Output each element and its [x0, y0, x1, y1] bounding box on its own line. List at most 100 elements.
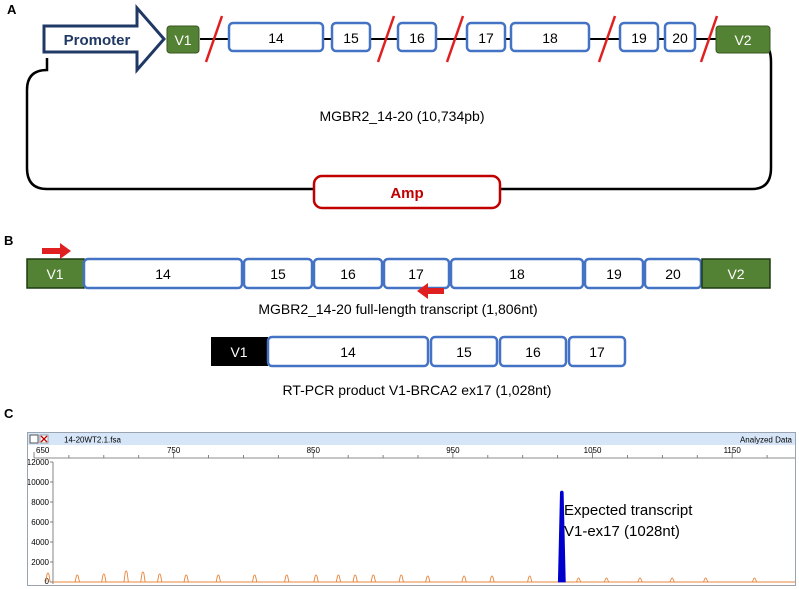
transcript-v1-label: V1 — [46, 266, 63, 282]
transcript-exon-19-label: 19 — [606, 266, 622, 282]
size-standard-peak — [123, 570, 129, 583]
plasmid-exon-18 — [509, 21, 591, 53]
product-v1-box — [211, 337, 268, 366]
size-standard-peak — [74, 574, 80, 583]
header-bar — [28, 433, 795, 445]
status-text: Analyzed Data — [740, 436, 793, 445]
product-exon-16-label: 16 — [525, 344, 541, 360]
plasmid-exon-20-label: 20 — [672, 30, 688, 46]
product-exon-15 — [429, 335, 499, 368]
promoter-arrow — [42, 3, 166, 75]
size-standard-peak — [370, 574, 376, 583]
transcript-exon-20-label: 20 — [665, 266, 681, 282]
size-standard-peak — [313, 574, 319, 583]
size-standard-peak — [603, 577, 610, 583]
transcript-exon-18 — [449, 257, 585, 290]
size-standard-peak — [157, 573, 163, 583]
transcript-diagram: V1 14 15 16 17 18 19 20 V2 MGBR2_14-20 f… — [26, 243, 771, 398]
plasmid-exon-17 — [465, 21, 507, 53]
transcript-exon-16-label: 16 — [340, 266, 356, 282]
transcript-exon-17 — [382, 257, 451, 290]
size-standard-peak — [251, 574, 258, 583]
y-ticks: 12000 10000 8000 6000 4000 2000 0 — [28, 458, 53, 585]
forward-primer-arrow — [42, 243, 71, 259]
transcript-exon-14-label: 14 — [155, 266, 171, 282]
size-standard-peak — [425, 575, 431, 583]
plasmid-exon-17-label: 17 — [478, 30, 494, 46]
product-exon-16 — [498, 335, 568, 368]
size-standard-peak — [637, 577, 643, 583]
dye-icon[interactable] — [39, 434, 49, 444]
transcript-exon-17-label: 17 — [408, 266, 424, 282]
product-label: RT-PCR product V1-BRCA2 ex17 (1,028nt) — [283, 382, 552, 398]
transcript-exon-19 — [583, 257, 645, 290]
size-standard-peak — [751, 577, 758, 583]
promoter-label: Promoter — [64, 32, 131, 49]
product-exon-14-label: 14 — [340, 344, 356, 360]
x-tick-label: 650 — [36, 446, 50, 455]
size-standard-peak — [398, 574, 404, 583]
product-exon-14 — [266, 335, 430, 368]
transcript-v2-label: V2 — [727, 266, 744, 282]
size-standard-peak — [183, 574, 189, 583]
plasmid-map: Promoter V1 14 15 16 17 18 19 20 V2 MGBR… — [25, 3, 773, 210]
size-standard-peak — [461, 575, 467, 583]
transcript-exon-15 — [242, 257, 314, 290]
x-tick-label: 850 — [307, 446, 321, 455]
size-standard-peak — [527, 575, 533, 583]
size-standard-peak — [352, 574, 358, 583]
product-exon-17-label: 17 — [589, 344, 605, 360]
panel-label-c: C — [4, 406, 14, 421]
plasmid-exon-14-label: 14 — [268, 30, 284, 46]
size-standard-peak — [335, 574, 342, 583]
y-tick-label: 4000 — [31, 538, 49, 547]
select-checkbox[interactable] — [29, 434, 39, 444]
x-tick-label: 1150 — [724, 446, 742, 455]
panel-label-a: A — [7, 2, 17, 17]
amp-label: Amp — [390, 185, 423, 202]
transcript-exon-18-label: 18 — [509, 266, 525, 282]
transcript-v2-box — [701, 258, 771, 289]
product-exon-15-label: 15 — [456, 344, 472, 360]
size-standard-peak — [45, 572, 51, 583]
transcript-exon-16 — [312, 257, 384, 290]
plasmid-exon-14 — [227, 21, 325, 53]
file-name: 14-20WT2.1.fsa — [64, 436, 121, 445]
plasmid-v2-box — [715, 25, 771, 54]
y-tick-label: 10000 — [28, 478, 50, 487]
intron-break-marks — [204, 15, 719, 63]
size-standard-peak — [140, 571, 146, 583]
reverse-primer-arrow — [417, 283, 444, 299]
size-standard-peak — [284, 574, 290, 583]
plasmid-v1-label: V1 — [174, 32, 191, 48]
transcript-label: MGBR2_14-20 full-length transcript (1,80… — [258, 301, 537, 317]
y-tick-label: 12000 — [28, 458, 50, 467]
product-exon-17 — [567, 335, 627, 368]
plasmid-v1-box — [166, 25, 200, 54]
plasmid-exon-16 — [396, 21, 438, 53]
transcript-exon-15-label: 15 — [270, 266, 286, 282]
amp-box — [312, 174, 502, 210]
y-tick-label: 6000 — [31, 518, 49, 527]
annotation-line-2: V1-ex17 (1028nt) — [564, 523, 680, 540]
y-tick-label: 0 — [45, 577, 50, 585]
size-standard-peak — [575, 577, 582, 583]
product-v1-label: V1 — [230, 344, 247, 360]
expected-peak — [557, 490, 566, 583]
y-tick-label: 8000 — [31, 498, 49, 507]
transcript-exon-20 — [643, 257, 703, 290]
size-standard-peak — [489, 575, 495, 583]
plasmid-exon-19 — [618, 21, 660, 53]
plasmid-v2-label: V2 — [734, 32, 751, 48]
size-standard-peak — [669, 577, 675, 583]
plasmid-exon-16-label: 16 — [409, 30, 425, 46]
peaks — [45, 490, 758, 583]
transcript-exon-14 — [82, 257, 244, 290]
y-tick-label: 2000 — [31, 558, 49, 567]
x-tick-label: 950 — [446, 446, 460, 455]
transcript-v1-box — [26, 258, 85, 289]
plasmid-exon-19-label: 19 — [631, 30, 647, 46]
